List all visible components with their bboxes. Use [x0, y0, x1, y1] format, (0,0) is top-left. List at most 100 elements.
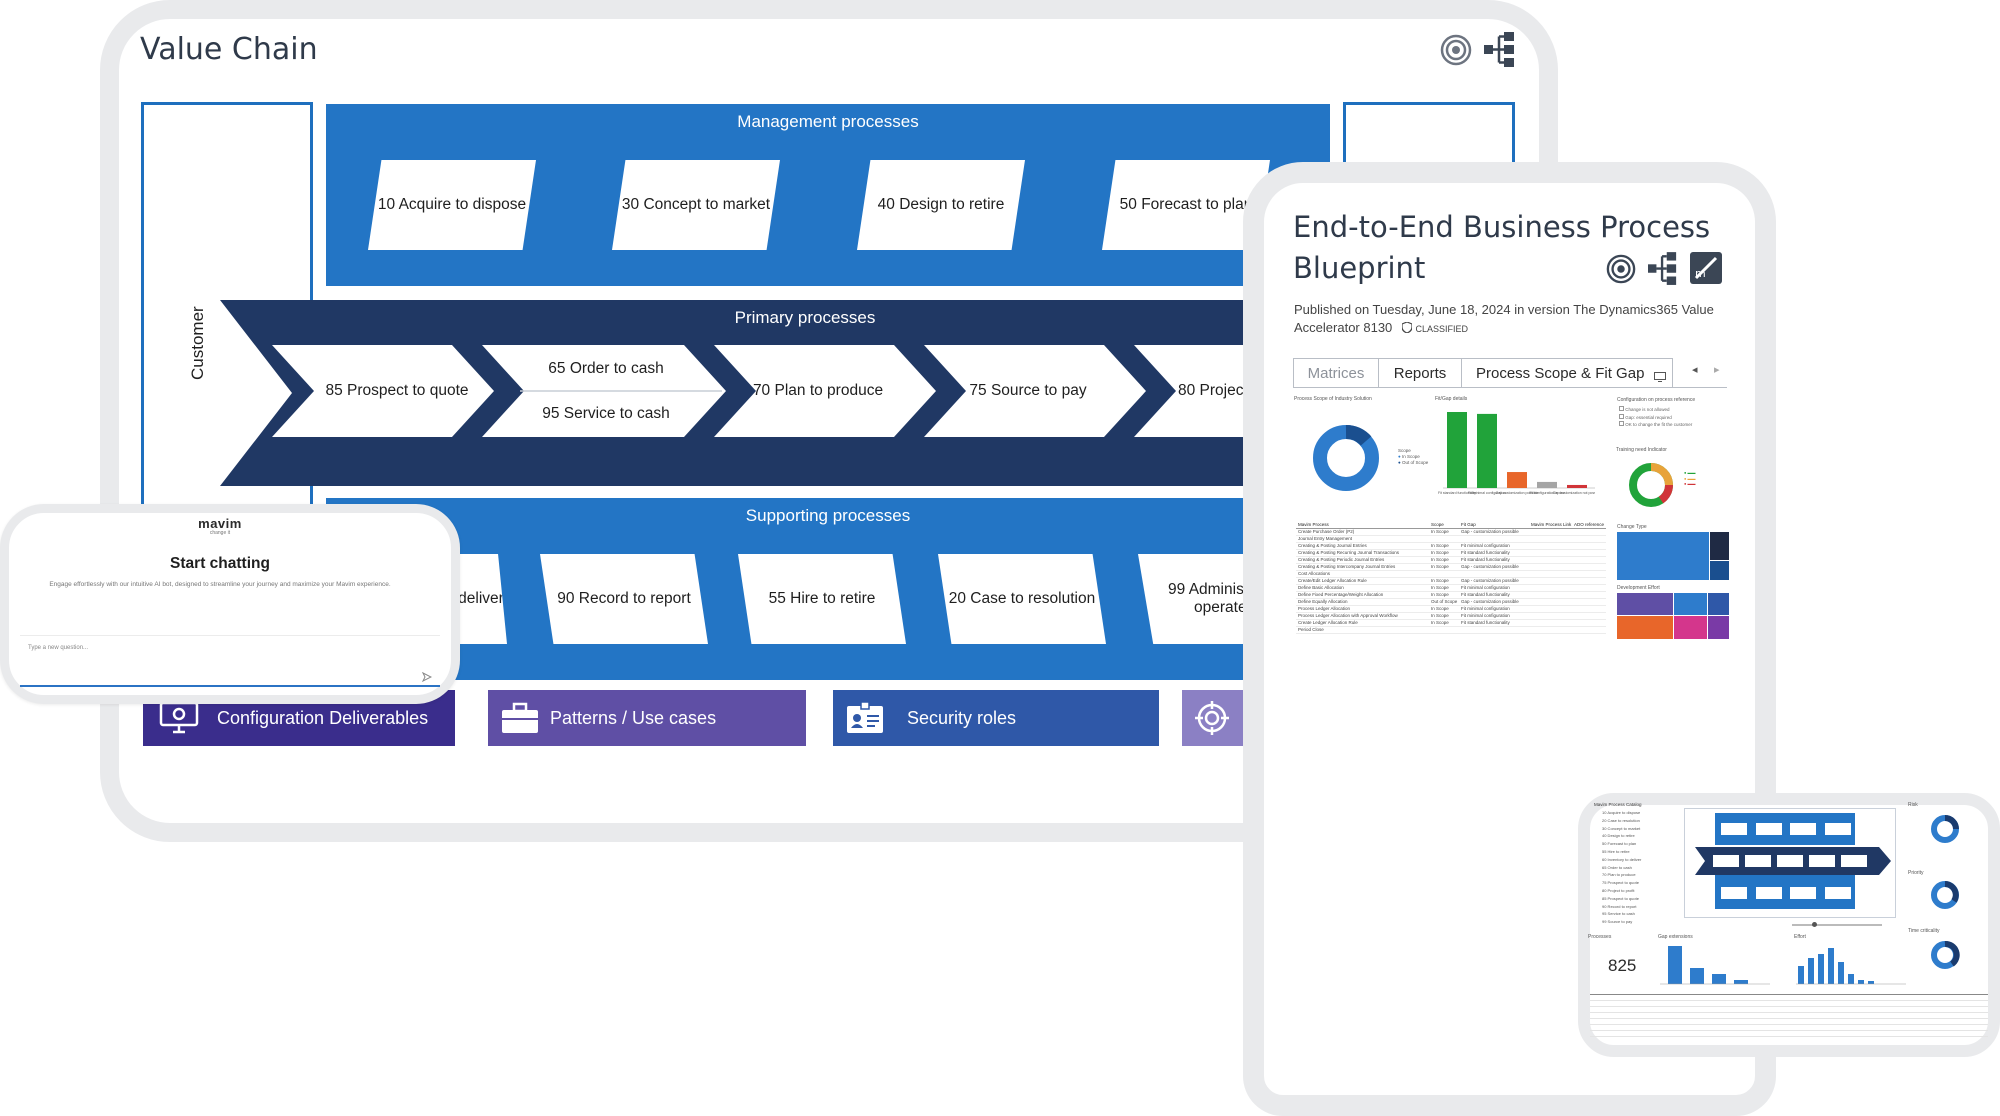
chat-input[interactable]: Type a new question...	[20, 635, 440, 687]
chevron-70	[714, 345, 936, 437]
fitgap-bar-label: Fit configuration in dev	[1529, 491, 1564, 495]
tab-next-icon[interactable]: ▸	[1714, 364, 1720, 376]
value-chain-title: Value Chain	[140, 32, 318, 67]
process-40-design[interactable]: 40 Design to retire	[857, 160, 1025, 250]
config-checkbox-1[interactable]	[1619, 413, 1624, 419]
mini-value-chain	[1684, 808, 1896, 918]
process-50-forecast[interactable]: 50 Forecast to plan	[1102, 160, 1270, 250]
mini-slider[interactable]	[1792, 922, 1882, 927]
patterns-use-cases-label: Patterns / Use cases	[550, 707, 717, 728]
catalog-item[interactable]: 60 Inventory to deliver	[1602, 856, 1642, 862]
customer-label: Customer	[188, 306, 207, 380]
catalog-item[interactable]: 30 Concept to market	[1602, 825, 1641, 831]
catalog-item[interactable]: 40 Design to retire	[1602, 833, 1635, 839]
process-30-concept[interactable]: 30 Concept to market	[612, 160, 780, 250]
dev-section-title: Development Effort	[1617, 585, 1660, 591]
catalog-item[interactable]: 50 Forecast to plan	[1602, 841, 1637, 847]
process-95-service[interactable]: 95 Service to cash	[542, 405, 670, 422]
fitgap-section-title: Fit/Gap details	[1435, 396, 1468, 402]
send-icon[interactable]	[421, 669, 433, 683]
chat-input-placeholder: Type a new question...	[28, 645, 89, 651]
monitor-settings-icon	[159, 701, 199, 735]
catalog-item[interactable]: 55 Hire to retire	[1602, 849, 1630, 854]
effort-chart	[1796, 948, 1906, 985]
tab-prev-icon[interactable]: ◂	[1692, 364, 1698, 376]
config-checkbox-2[interactable]	[1619, 421, 1624, 426]
fitgap-bar	[1537, 481, 1557, 488]
target-icon[interactable]	[1440, 34, 1472, 66]
catalog-item[interactable]: 90 Record to report	[1602, 903, 1637, 909]
fitgap-table: Mavim Process Scope Fit Gap Mavim Proces…	[1296, 522, 1606, 642]
security-roles-tile[interactable]: Security roles	[833, 690, 1159, 746]
patterns-use-cases-tile[interactable]: Patterns / Use cases	[488, 690, 806, 746]
monitor-icon	[1654, 369, 1667, 382]
table-row: Creating & Posting Recurring Journal Tra…	[1296, 550, 1606, 557]
classified-badge: CLASSIFIED	[1415, 324, 1469, 334]
process-55-hire[interactable]: 55 Hire to retire	[738, 554, 906, 644]
supporting-label: Supporting processes	[745, 506, 911, 525]
primary-chevrons	[272, 345, 1342, 437]
effort-label: Effort	[1794, 934, 1806, 940]
catalog-item[interactable]: 10 Acquire to dispose	[1602, 810, 1641, 815]
config-checkbox-0[interactable]	[1619, 406, 1624, 411]
process-70-plan[interactable]: 70 Plan to produce	[752, 382, 884, 399]
hierarchy-icon[interactable]	[1484, 32, 1516, 68]
process-10-acquire[interactable]: 10 Acquire to dispose	[368, 160, 536, 250]
priority-label: Priority	[1908, 870, 1924, 876]
training-section-title: Training need Indicator	[1616, 447, 1667, 453]
config-options: Change is not allowed Gap: essential req…	[1619, 406, 1692, 429]
mavim-app-icon[interactable]: m	[1690, 252, 1722, 284]
change-treemap	[1617, 532, 1729, 580]
catalog-item[interactable]: 75 Prospect to quote	[1602, 880, 1639, 886]
catalog-item[interactable]: 65 Order to cash	[1602, 864, 1632, 870]
table-row: Define Fixed Percentage/Weight Allocatio…	[1296, 592, 1606, 599]
process-75-source[interactable]: 75 Source to pay	[969, 382, 1087, 399]
gap-extensions-chart	[1660, 946, 1770, 985]
catalog-item[interactable]: 99 Source to pay	[1602, 919, 1633, 925]
catalog-item[interactable]: 20 Case to resolution	[1602, 817, 1640, 823]
tab-matrices[interactable]: Matrices	[1293, 358, 1379, 388]
processes-label: Processes	[1588, 934, 1612, 940]
process-80-project[interactable]: 80 Project	[1178, 382, 1248, 399]
time-donut	[1930, 940, 1960, 970]
change-section-title: Change Type	[1617, 524, 1647, 530]
briefcase-icon	[500, 701, 540, 735]
training-donut	[1626, 460, 1676, 510]
tab-reports[interactable]: Reports	[1378, 358, 1462, 388]
blueprint-target-icon[interactable]	[1606, 254, 1636, 284]
tab-process-scope[interactable]: Process Scope & Fit Gap	[1461, 358, 1673, 388]
process-85-prospect[interactable]: 85 Prospect to quote	[325, 382, 469, 399]
table-row: Creating & Posting Intercompany Journal …	[1296, 564, 1606, 571]
catalog-item[interactable]: 80 Project to profit	[1602, 888, 1635, 893]
process-65-order[interactable]: 65 Order to cash	[548, 360, 664, 377]
table-row: Journal Entry Management	[1296, 536, 1606, 543]
table-row: Process Ledger Allocation with Approval …	[1296, 613, 1606, 620]
published-info: Published on Tuesday, June 18, 2024 in v…	[1294, 302, 1714, 335]
table-row: Period Close	[1296, 627, 1606, 634]
catalog-title: Mavim Process Catalog	[1594, 802, 1642, 807]
catalog-item[interactable]: 85 Prospect to quote	[1602, 895, 1639, 901]
gap-extensions-label: Gap extensions	[1658, 934, 1693, 940]
fitgap-bar-label: Gap customization not possible	[1553, 491, 1595, 495]
catalog-item[interactable]: 70 Plan to produce	[1602, 872, 1636, 878]
priority-donut	[1930, 880, 1960, 910]
process-90-record[interactable]: 90 Record to report	[540, 554, 708, 644]
table-header: Mavim Process Scope Fit Gap Mavim Proces…	[1296, 522, 1606, 529]
scope-section-title: Process Scope of Industry Solution	[1294, 396, 1372, 402]
catalog-item[interactable]: 95 Service to cash	[1602, 911, 1635, 917]
chevron-75	[924, 345, 1146, 437]
security-roles-label: Security roles	[907, 707, 1017, 728]
crosshair-icon	[1192, 701, 1232, 735]
risk-label: Risk	[1908, 802, 1918, 808]
risk-donut	[1930, 814, 1960, 844]
catalog-list: Mavim Process Catalog 10 Acquire to disp…	[1594, 802, 1672, 932]
process-20-case[interactable]: 20 Case to resolution	[938, 554, 1106, 644]
chat-subtitle: Engage effortlessly with our intuitive A…	[49, 581, 391, 588]
chat-window	[0, 504, 460, 704]
chevron-85	[272, 345, 494, 437]
fitgap-bar	[1477, 413, 1497, 488]
blueprint-hierarchy-icon[interactable]	[1648, 252, 1678, 286]
